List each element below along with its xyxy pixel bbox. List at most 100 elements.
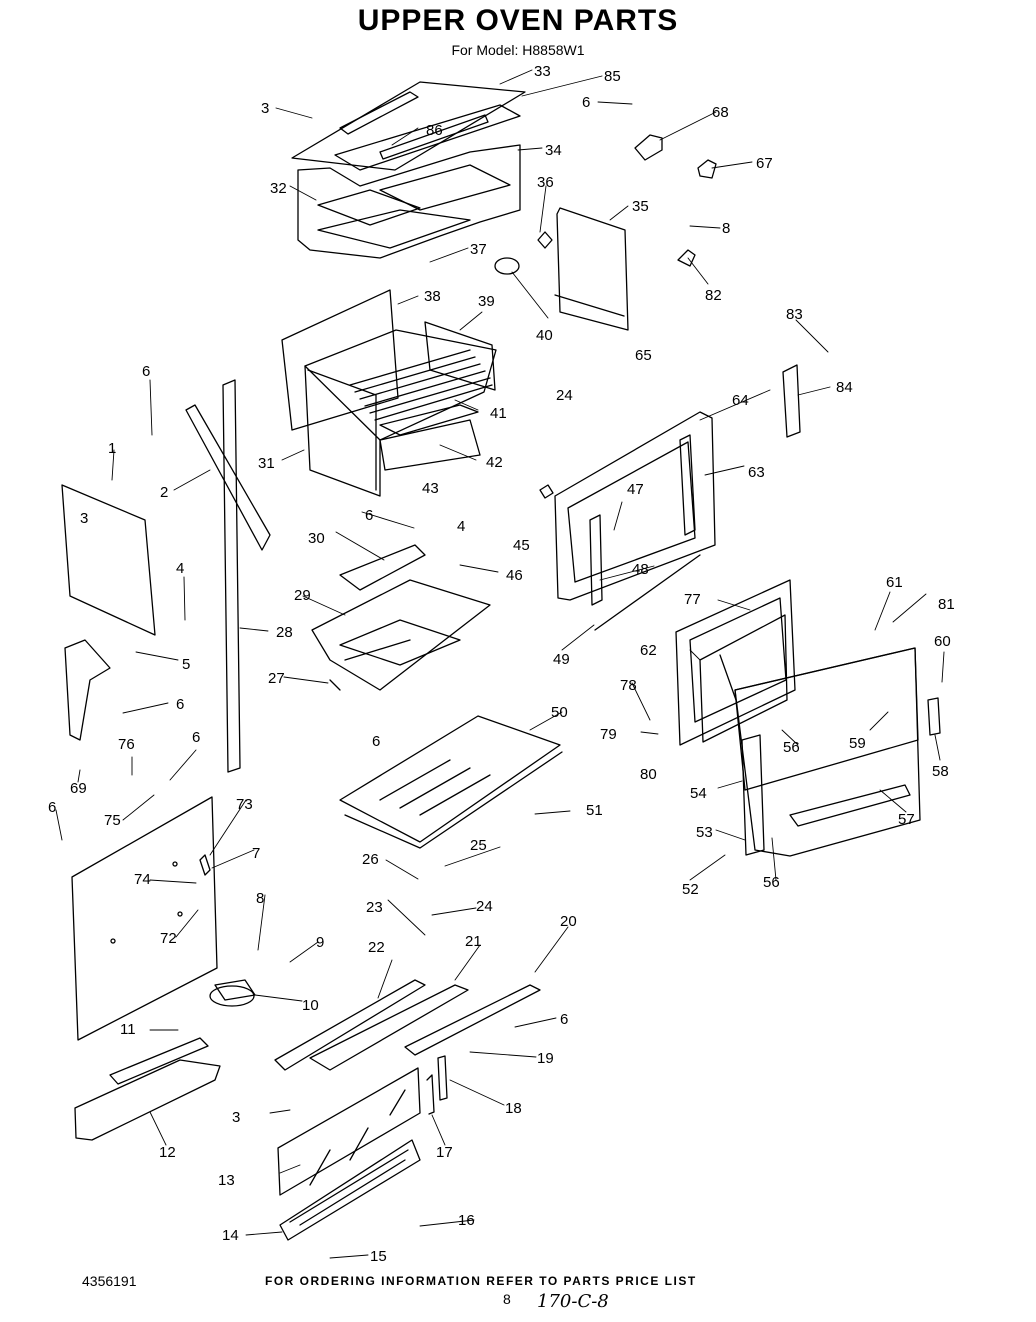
oven-liner [281,289,497,497]
callout-3: 3 [232,1109,240,1126]
callout-33: 33 [534,63,551,80]
callout-78: 78 [620,677,637,694]
rear-panel [71,796,256,1041]
page-title: UPPER OVEN PARTS [357,4,679,37]
callout-6: 6 [142,363,150,380]
callout-14: 14 [222,1227,239,1244]
callout-29: 29 [294,587,311,604]
callout-25: 25 [470,837,487,854]
callout-50: 50 [551,704,568,721]
oven-top-assembly [291,81,526,259]
callout-40: 40 [536,327,553,344]
callout-82: 82 [705,287,722,304]
callout-59: 59 [849,735,866,752]
callout-46: 46 [506,567,523,584]
callout-47: 47 [627,481,644,498]
callout-57: 57 [898,811,915,828]
callout-69: 69 [70,780,87,797]
callout-37: 37 [470,241,487,258]
callout-13: 13 [218,1172,235,1189]
part-84-panel [782,364,801,438]
callout-23: 23 [366,899,383,916]
callout-10: 10 [302,997,319,1014]
callout-64: 64 [732,392,749,409]
callout-15: 15 [370,1248,387,1265]
callout-31: 31 [258,455,275,472]
ordering-note: FOR ORDERING INFORMATION REFER TO PARTS … [265,1274,697,1288]
callout-18: 18 [505,1100,522,1117]
callout-11: 11 [120,1021,136,1038]
outer-door [675,579,941,857]
callout-39: 39 [478,293,495,310]
callout-35: 35 [632,198,649,215]
callout-48: 48 [632,561,649,578]
callout-73: 73 [236,796,253,813]
page-number: 8 [503,1291,511,1307]
callout-21: 21 [465,933,482,950]
callout-4: 4 [457,518,465,535]
callout-17: 17 [436,1144,453,1161]
callout-63: 63 [748,464,765,481]
callout-86: 86 [426,122,443,139]
callout-labels: 1 2 3 3 3 4 4 5 6 6 6 6 6 6 6 6 6 7 8 8 … [48,63,955,1265]
door-frame [539,411,716,631]
callout-6: 6 [48,799,56,816]
left-side-panels [61,379,271,773]
callout-19: 19 [537,1050,554,1067]
lower-glass-trim [277,1055,448,1241]
callout-77: 77 [684,591,701,608]
callout-56: 56 [763,874,780,891]
callout-28: 28 [276,624,293,641]
callout-83: 83 [786,306,803,323]
burner-box [339,715,563,849]
callout-76: 76 [118,736,135,753]
callout-26: 26 [362,851,379,868]
callout-52: 52 [682,881,699,898]
callout-34: 34 [545,142,562,159]
callout-74: 74 [134,871,151,888]
callout-38: 38 [424,288,441,305]
callout-3: 3 [80,510,88,527]
callout-22: 22 [368,939,385,956]
callout-79: 79 [600,726,617,743]
burner-tube [74,1037,221,1141]
callout-68: 68 [712,104,729,121]
callout-6: 6 [582,94,590,111]
callout-41: 41 [490,405,507,422]
callout-8: 8 [722,220,730,237]
callout-5: 5 [182,656,190,673]
callout-80: 80 [640,766,657,783]
callout-58: 58 [932,763,949,780]
callout-72: 72 [160,930,177,947]
callout-65: 65 [635,347,652,364]
callout-24: 24 [476,898,493,915]
callout-51: 51 [586,802,603,819]
callout-6: 6 [372,733,380,750]
callout-54: 54 [690,785,707,802]
callout-75: 75 [104,812,121,829]
callout-32: 32 [270,180,287,197]
callout-36: 36 [537,174,554,191]
callout-6: 6 [176,696,184,713]
callout-30: 30 [308,530,325,547]
callout-16: 16 [458,1212,475,1229]
callout-61: 61 [886,574,903,591]
callout-85: 85 [604,68,621,85]
callout-62: 62 [640,642,657,659]
callout-2: 2 [160,484,168,501]
callout-6: 6 [192,729,200,746]
bottom-rails [274,979,541,1071]
callout-49: 49 [553,651,570,668]
broiler-baffle [311,544,491,691]
callout-7: 7 [252,845,260,862]
callout-56: 56 [783,739,800,756]
hinge-brackets [494,134,717,331]
callout-42: 42 [486,454,503,471]
callout-9: 9 [316,934,324,951]
callout-12: 12 [159,1144,176,1161]
model-subtitle: For Model: H8858W1 [451,42,585,58]
callout-67: 67 [756,155,773,172]
leader-lines [55,69,945,1259]
document-number: 4356191 [82,1273,137,1289]
callout-43: 43 [422,480,439,497]
